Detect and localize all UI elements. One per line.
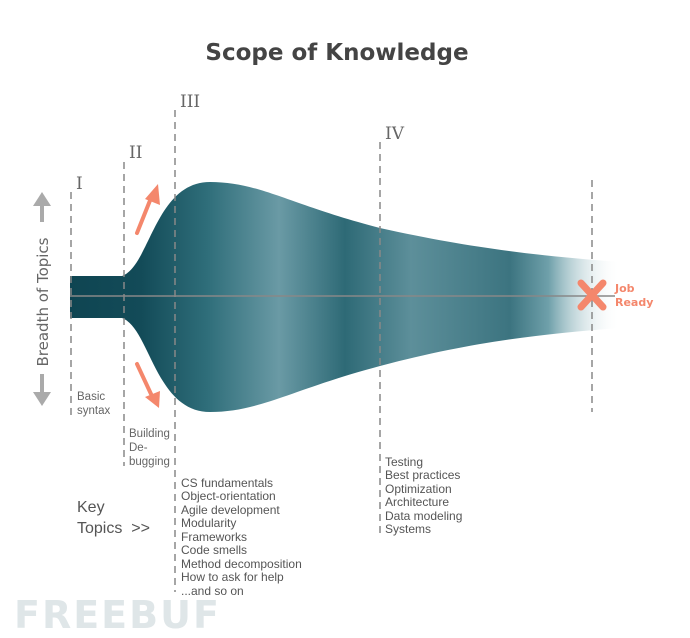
topic-item: Optimization: [385, 482, 452, 496]
diagram-title: Scope of Knowledge: [205, 40, 468, 66]
breadth-arrow-up-icon: [33, 192, 51, 222]
stage-4-topics-list: Testing Best practices Optimization Arch…: [385, 455, 462, 536]
topic-item: Agile development: [181, 503, 280, 517]
growth-arrow-up: [135, 184, 160, 235]
topic-item: Frameworks: [181, 530, 247, 544]
topic-item: Best practices: [385, 468, 460, 482]
watermark-logo: FREEBUF: [14, 593, 221, 637]
breadth-axis-label: Breadth of Topics: [34, 237, 52, 366]
topic-item: Testing: [385, 455, 423, 469]
topic-item: Object-orientation: [181, 489, 276, 503]
topic-item: Systems: [385, 522, 431, 536]
growth-arrow-down: [135, 362, 160, 408]
job-ready-x-icon: [577, 279, 607, 311]
topic-item: ...and so on: [181, 584, 244, 598]
stage-1-numeral: I: [76, 174, 83, 194]
breadth-arrow-down-icon: [33, 374, 51, 406]
topic-item: Code smells: [181, 543, 247, 557]
topic-item: CS fundamentals: [181, 476, 273, 490]
job-ready-label-line-1: Job: [614, 282, 635, 295]
topic-item: Data modeling: [385, 509, 462, 523]
stage-2-numeral: II: [129, 143, 142, 163]
key-topics-label-line-1: Key: [77, 499, 105, 516]
topic-item: Method decomposition: [181, 557, 302, 571]
topic-item: Architecture: [385, 495, 449, 509]
topic-item: How to ask for help: [181, 570, 284, 584]
stage-2-description-line-1: Building: [129, 428, 170, 440]
knowledge-scope-shape: [70, 182, 620, 412]
stage-2-description-line-3: bugging: [129, 456, 170, 468]
stage-3-numeral: III: [180, 92, 200, 112]
key-topics-label-line-2: Topics >>: [77, 520, 150, 537]
topic-item: Modularity: [181, 516, 236, 530]
stage-1-description-line-2: syntax: [77, 405, 110, 417]
stage-2-description-line-2: De-: [129, 442, 148, 454]
stage-3-topics-list: CS fundamentals Object-orientation Agile…: [181, 476, 302, 598]
stage-1-description-line-1: Basic: [77, 391, 105, 403]
job-ready-label-line-2: Ready: [615, 296, 653, 309]
stage-4-numeral: IV: [385, 124, 405, 144]
